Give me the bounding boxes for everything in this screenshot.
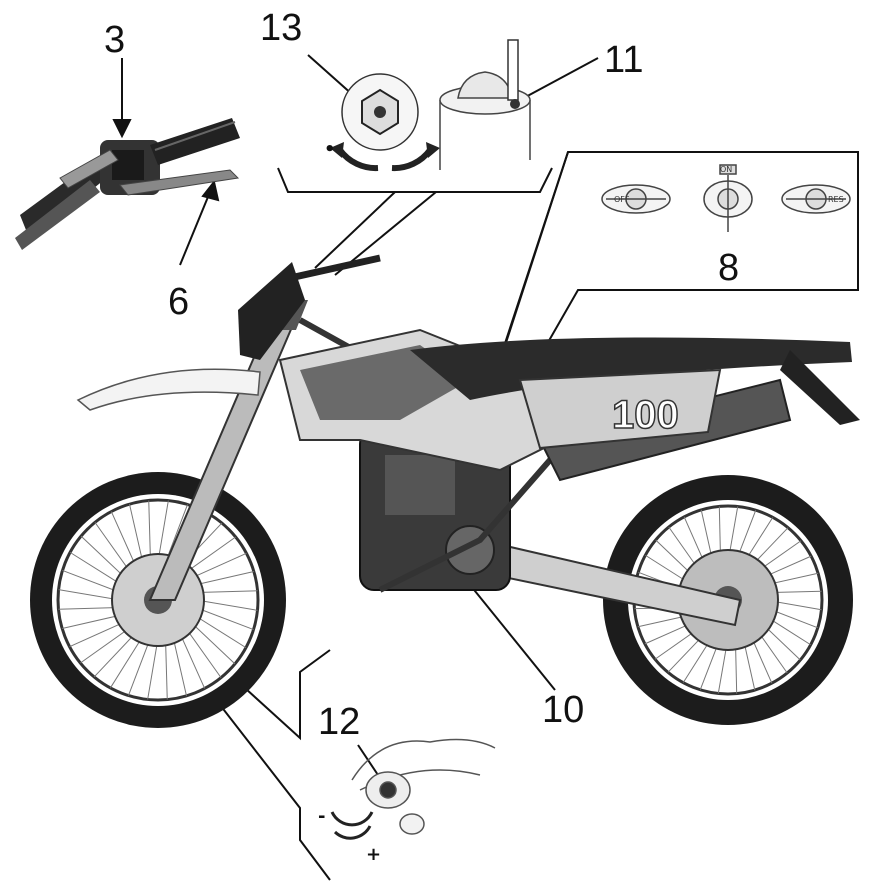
leader-6-arrow xyxy=(201,179,220,202)
callout-13: 13 xyxy=(260,7,302,49)
handlebar xyxy=(289,254,381,282)
damper-adjuster-inset xyxy=(330,73,440,172)
leader-11 xyxy=(519,57,599,101)
fuel-tap-res-label: RES xyxy=(828,195,844,204)
fuel-tap-on-label: ON xyxy=(720,165,732,174)
inset-13-11-bracket xyxy=(277,167,553,276)
callout-12: 12 xyxy=(318,701,360,743)
dot-sign: • xyxy=(324,139,336,160)
callout-10: 10 xyxy=(542,689,584,731)
leader-6 xyxy=(179,191,211,266)
fork-cap-inset xyxy=(439,39,531,170)
handlebar-inset xyxy=(15,118,240,250)
callout-11: 11 xyxy=(604,39,643,81)
headlight-mask xyxy=(238,262,305,360)
callout-3: 3 xyxy=(104,19,125,61)
motorcycle xyxy=(30,254,860,728)
plus-sign: + xyxy=(366,844,381,865)
rebound-adjuster-inset xyxy=(330,738,496,840)
rear-fender xyxy=(780,350,860,425)
front-fender xyxy=(76,368,261,411)
fuel-tap-off-label: OFF xyxy=(614,195,630,204)
side-panel xyxy=(518,368,722,450)
leader-3-arrow xyxy=(112,119,132,139)
side-panel-number: 100 xyxy=(612,393,679,437)
minus-sign: - xyxy=(318,806,325,827)
callout-8: 8 xyxy=(718,247,739,289)
callout-6: 6 xyxy=(168,281,189,323)
fuel-tap-inset xyxy=(601,164,851,232)
